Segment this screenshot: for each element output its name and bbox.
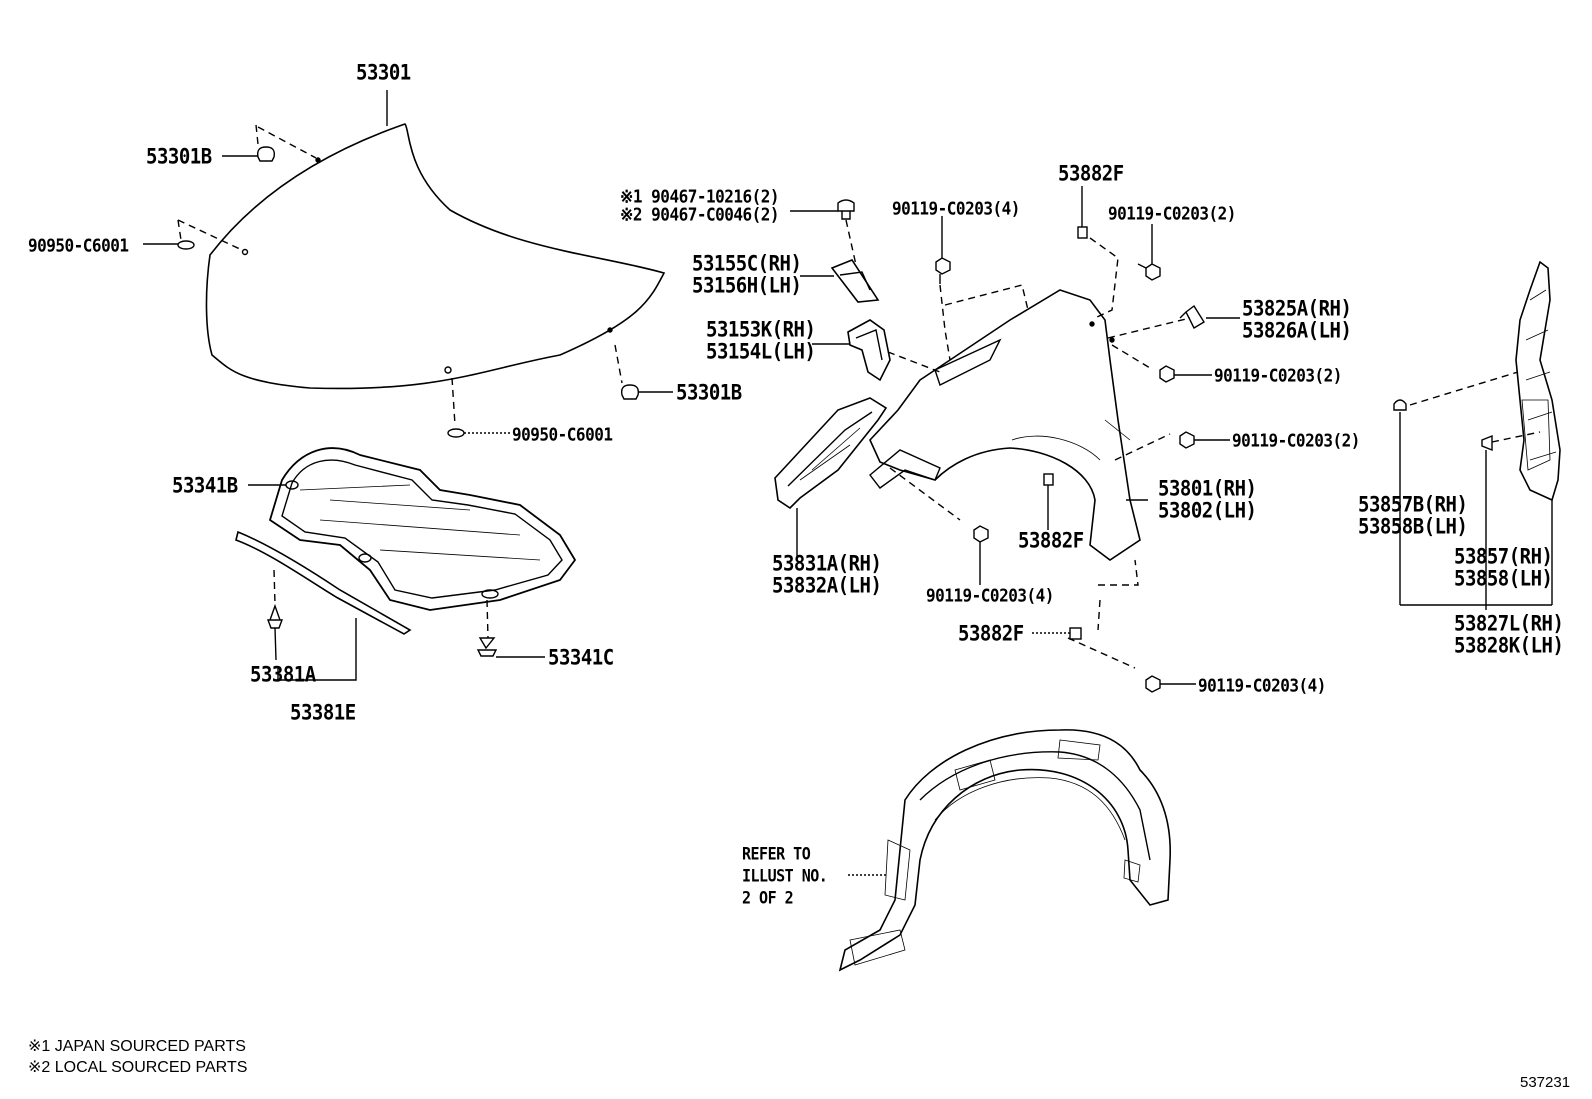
label-bolt-top: 90119-C0203(4) [892,198,1020,219]
label-clip-1: ※1 90467-10216(2) [620,186,780,207]
hood-cushion-top [222,124,317,162]
hood-seal [235,530,412,681]
hood-clip-bottom [447,377,510,438]
label-bracket-b-lh: 53154L(LH) [706,339,816,365]
label-bracket-a-lh: 53156H(LH) [692,273,802,299]
label-bracket-a-rh: 53155C(RH) [692,251,802,277]
label-cover-clip-lh: 53858(LH) [1454,566,1553,592]
label-stay-lh: 53826A(LH) [1242,318,1352,344]
bolt-bottom [1145,675,1196,693]
label-stay-rh: 53825A(RH) [1242,296,1352,322]
seal-clip [266,569,284,661]
fender-nut-top [1077,186,1088,239]
label-side-bracket-lh: 53832A(LH) [772,573,882,599]
label-bracket-b-rh: 53153K(RH) [706,317,816,343]
label-fender-rh: 53801(RH) [1158,476,1257,502]
footnote-japan-sourced: ※1 JAPAN SOURCED PARTS [28,1038,246,1055]
label-hood-cushion-bottom: 53301B [676,380,742,406]
fender-panel [869,289,1148,561]
bolt-lower [973,525,989,585]
label-cover-clip-rh: 53857(RH) [1454,544,1553,570]
label-bolt-mid: 90119-C0203(2) [1214,365,1342,386]
fender-nut-mid [1043,473,1054,530]
label-fender-nut-bottom: 53882F [958,621,1024,647]
label-insulator: 53341B [172,473,238,499]
bracket-a [800,259,880,303]
label-seal-right-rh: 53827L(RH) [1454,611,1564,637]
stay [1179,304,1240,329]
figure-number: 537231 [1520,1074,1571,1091]
label-bolt-mid2: 90119-C0203(2) [1232,430,1360,451]
side-bracket [774,397,888,560]
label-bolt-lower: 90119-C0203(4) [926,585,1054,606]
label-side-bracket-rh: 53831A(RH) [772,551,882,577]
bolt-top-right [1137,224,1161,281]
fender-nut-bottom [1032,627,1082,640]
label-bolt-bottom: 90119-C0203(4) [1198,675,1326,696]
footnote-local-sourced: ※2 LOCAL SOURCED PARTS [28,1059,248,1076]
insulator-clip [476,599,545,658]
hood-cushion-bottom [614,344,673,400]
bolt-mid [1159,365,1212,383]
label-insulator-clip: 53341C [548,645,614,671]
label-hood-clip-bottom: 90950-C6001 [512,424,613,445]
refer-note-line-2: ILLUST NO. [742,866,828,886]
label-bolt-top-right: 90119-C0203(2) [1108,203,1236,224]
label-hood-cushion-top: 53301B [146,144,212,170]
hood-panel [205,123,666,390]
label-seal-right-lh: 53828K(LH) [1454,633,1564,659]
cover-clip [1393,371,1553,606]
fender-mounting-dashes [889,237,1191,669]
bolt-mid2 [1179,431,1230,449]
label-hood: 53301 [356,60,411,86]
refer-note-line-1: REFER TO [742,844,811,864]
label-hood-clip-left: 90950-C6001 [28,235,129,256]
bolt-top [935,216,951,284]
label-seal: 53381E [290,700,356,726]
label-clip-2: ※2 90467-C0046(2) [620,204,780,225]
label-cover-lh: 53858B(LH) [1358,514,1468,540]
label-seal-clip: 53381A [250,662,316,688]
fender-lower-bracket [869,449,941,489]
fender-side-seal [1515,260,1561,502]
label-fender-nut-mid: 53882F [1018,528,1084,554]
bracket-b [812,319,941,382]
label-fender-nut-top: 53882F [1058,161,1124,187]
label-fender-lh: 53802(LH) [1158,498,1257,524]
label-cover-rh: 53857B(RH) [1358,492,1468,518]
cover-clip-small [1481,431,1541,610]
hood-clip-bolt [790,199,857,266]
wheel-liner [838,729,1172,972]
refer-note-line-3: 2 OF 2 [742,888,794,908]
hood-clip-left [143,219,243,251]
hood-insulator [248,447,577,611]
